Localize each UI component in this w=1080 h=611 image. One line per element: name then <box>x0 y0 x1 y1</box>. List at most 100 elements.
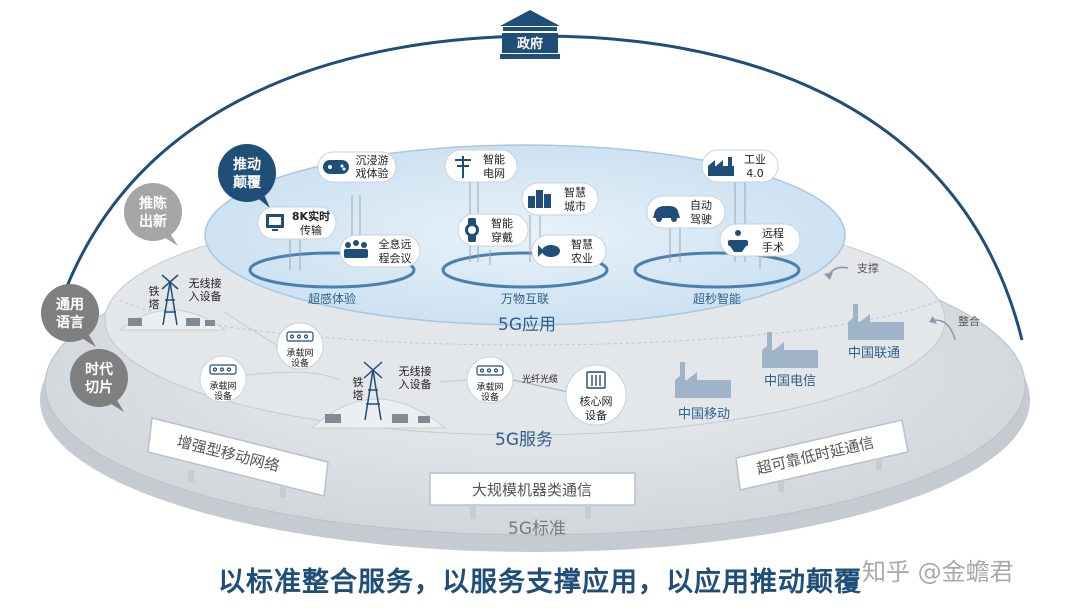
bearer-node-b: 承载网 设备 <box>199 355 247 403</box>
service-cluster-mid: 铁 塔 无线接 入设备 <box>310 361 447 429</box>
ring-mid-label: 万物互联 <box>501 292 549 306</box>
app-agriculture: 智慧 农业 <box>531 234 607 268</box>
bubble-common: 通用 语言 <box>41 284 99 347</box>
server-rack-icon <box>286 331 314 342</box>
bearer-node-c: 承载网 设备 <box>466 356 514 404</box>
integrate-arrow-head <box>929 316 937 324</box>
remote-surgery-icon <box>728 230 748 252</box>
app-vr-game-line2: 戏体验 <box>356 166 389 180</box>
bearer-a-line2: 设备 <box>291 357 309 369</box>
core-line2: 设备 <box>585 408 607 422</box>
houses-icon <box>128 318 215 326</box>
layer-service-label: 5G服务 <box>495 430 553 450</box>
app-vr-game: 沉浸游 戏体验 <box>317 151 397 183</box>
bearer-c-line1: 承载网 <box>476 381 503 393</box>
core-node: 核心网 设备 <box>565 364 627 426</box>
app-holo-meeting-line2: 程会议 <box>379 252 412 265</box>
app-surgery-line2: 手术 <box>762 240 784 254</box>
app-industry-line2: 4.0 <box>746 167 764 180</box>
app-vr-game-line1: 沉浸游 <box>356 154 389 167</box>
integrate-label: 整合 <box>958 314 980 328</box>
bubble-renew-line2: 出新 <box>139 213 167 230</box>
wireless1-line2: 入设备 <box>189 289 222 303</box>
fiber-link <box>512 379 569 393</box>
bubble-common-line1: 通用 <box>56 297 84 313</box>
app-industry: 工业 4.0 <box>701 149 779 183</box>
wireless2-line2: 入设备 <box>399 377 432 391</box>
app-grid-line1: 智能 <box>483 152 505 166</box>
server-cabinet-icon <box>586 371 606 389</box>
bubble-overturn: 推动 颠覆 <box>218 144 276 208</box>
app-8k-video-line2: 传输 <box>300 223 322 237</box>
fish-icon <box>538 245 560 257</box>
app-agriculture-line1: 智慧 <box>571 237 593 251</box>
gamepad-icon <box>323 160 349 174</box>
wireless1-line1: 无线接 <box>189 276 222 290</box>
bearer-c-line2: 设备 <box>481 391 499 403</box>
tower1-line1: 铁 <box>149 285 160 298</box>
tower2-line2: 塔 <box>353 389 364 402</box>
factory-icon <box>675 362 731 398</box>
app-grid: 智能 电网 <box>444 149 518 183</box>
server-rack-icon <box>209 364 237 375</box>
app-8k-video: 8K实时 传输 <box>257 206 337 240</box>
sign-mmtc: 大规模机器类通信 <box>429 472 636 519</box>
bubble-overturn-line2: 颠覆 <box>232 174 262 191</box>
app-8k-video-line1: 8K实时 <box>292 209 330 223</box>
app-holo-meeting-line1: 全息远 <box>379 237 412 251</box>
ring-left <box>248 251 416 289</box>
ring-right <box>633 251 801 289</box>
fiber-label: 光纤光缆 <box>522 373 558 385</box>
app-drive-line1: 自动 <box>690 199 712 212</box>
app-wearable-line1: 智能 <box>491 216 513 230</box>
watermark: 知乎 @金蟾君 <box>862 558 1014 586</box>
ring-mid <box>441 251 609 289</box>
tower1-line2: 塔 <box>149 298 160 311</box>
operator-unicom: 中国联通 <box>848 304 904 361</box>
app-grid-line2: 电网 <box>483 167 505 180</box>
app-city-line1: 智慧 <box>564 185 586 199</box>
service-links <box>224 311 468 383</box>
operator-unicom-label: 中国联通 <box>848 346 900 361</box>
operator-mobile: 中国移动 <box>675 362 731 422</box>
bearer-a-line1: 承载网 <box>286 347 313 359</box>
city-buildings-icon <box>528 190 551 208</box>
bearer-node-a: 承载网 设备 <box>276 322 324 370</box>
cell-tower-icon <box>161 274 179 326</box>
operator-telecom: 中国电信 <box>762 332 818 389</box>
ring-left-label: 超感体验 <box>308 291 356 306</box>
operator-telecom-label: 中国电信 <box>764 374 816 389</box>
app-surgery: 远程 手术 <box>719 223 801 257</box>
layer-app-label: 5G应用 <box>498 315 556 335</box>
app-holo-meeting: 全息远 程会议 <box>339 234 421 268</box>
bubble-slice-line1: 时代 <box>85 361 113 378</box>
support-label: 支撑 <box>857 261 879 275</box>
service-cluster-left: 铁 塔 无线接 入设备 <box>118 274 227 331</box>
power-pylon-icon <box>455 156 471 178</box>
sign-mmtc-label: 大规模机器类通信 <box>472 481 592 499</box>
tv-icon <box>266 214 284 231</box>
core-line1: 核心网 <box>580 394 613 408</box>
bearer-b-line2: 设备 <box>214 390 232 402</box>
cell-tower-icon <box>363 361 383 421</box>
bearer-b-line1: 承载网 <box>209 380 236 392</box>
app-wearable: 智能 穿戴 <box>457 213 529 247</box>
bubble-slice: 时代 切片 <box>70 349 128 412</box>
integrate-arrow <box>934 319 956 341</box>
wireless2-line1: 无线接 <box>399 364 432 378</box>
app-wearable-line2: 穿戴 <box>491 230 513 244</box>
houses-icon <box>325 414 430 423</box>
app-drive-line2: 驾驶 <box>690 212 712 226</box>
government-icon <box>500 10 560 59</box>
bubble-slice-line2: 切片 <box>85 379 113 396</box>
app-surgery-line1: 远程 <box>762 227 784 240</box>
app-agriculture-line2: 农业 <box>571 251 593 265</box>
bubble-common-line2: 语言 <box>56 314 84 331</box>
car-icon <box>653 206 680 222</box>
tower2-line1: 铁 <box>353 376 364 389</box>
server-rack-icon <box>476 365 504 376</box>
app-city-line2: 城市 <box>564 199 586 213</box>
bubble-overturn-line1: 推动 <box>233 156 261 173</box>
